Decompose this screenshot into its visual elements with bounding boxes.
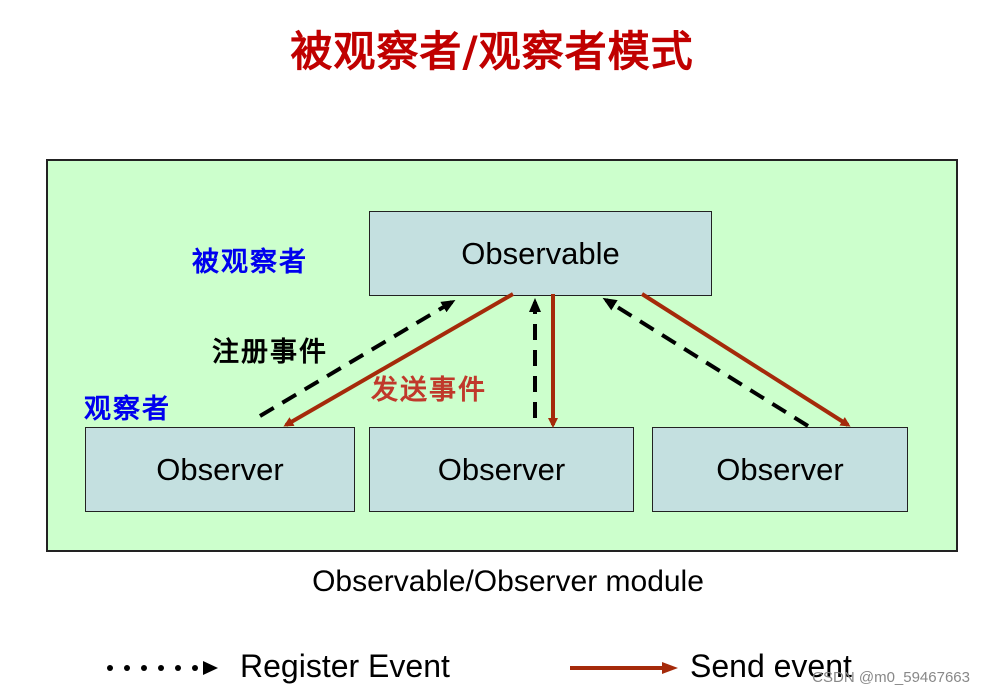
observer-label: Observer bbox=[716, 451, 844, 487]
legend-send-symbol bbox=[570, 662, 678, 674]
observer-role-label: 观察者 bbox=[84, 394, 171, 425]
observable-role-label: 被观察者 bbox=[192, 247, 308, 278]
observer-box-1: Observer bbox=[85, 427, 355, 512]
observer-box-2: Observer bbox=[369, 427, 634, 512]
register-event-label: 注册事件 bbox=[212, 337, 328, 368]
observer-box-3: Observer bbox=[652, 427, 908, 512]
register-arrow-1 bbox=[258, 299, 456, 418]
observable-label: Observable bbox=[461, 235, 620, 271]
observer-label: Observer bbox=[437, 451, 566, 487]
page-title: 被观察者/观察者模式 bbox=[290, 27, 694, 76]
legend-register-symbol bbox=[107, 661, 218, 675]
send-arrow-1 bbox=[283, 292, 514, 427]
send-event-label: 发送事件 bbox=[371, 375, 487, 406]
send-arrow-3 bbox=[640, 292, 851, 427]
legend-send-label: Send event bbox=[690, 648, 852, 684]
observer-label: Observer bbox=[156, 451, 284, 487]
observable-box: Observable bbox=[369, 211, 712, 296]
register-arrow-3 bbox=[602, 297, 810, 428]
legend-register-label: Register Event bbox=[240, 648, 450, 684]
watermark: CSDN @m0_59467663 bbox=[812, 669, 970, 686]
diagram-caption: Observable/Observer module bbox=[312, 565, 704, 598]
